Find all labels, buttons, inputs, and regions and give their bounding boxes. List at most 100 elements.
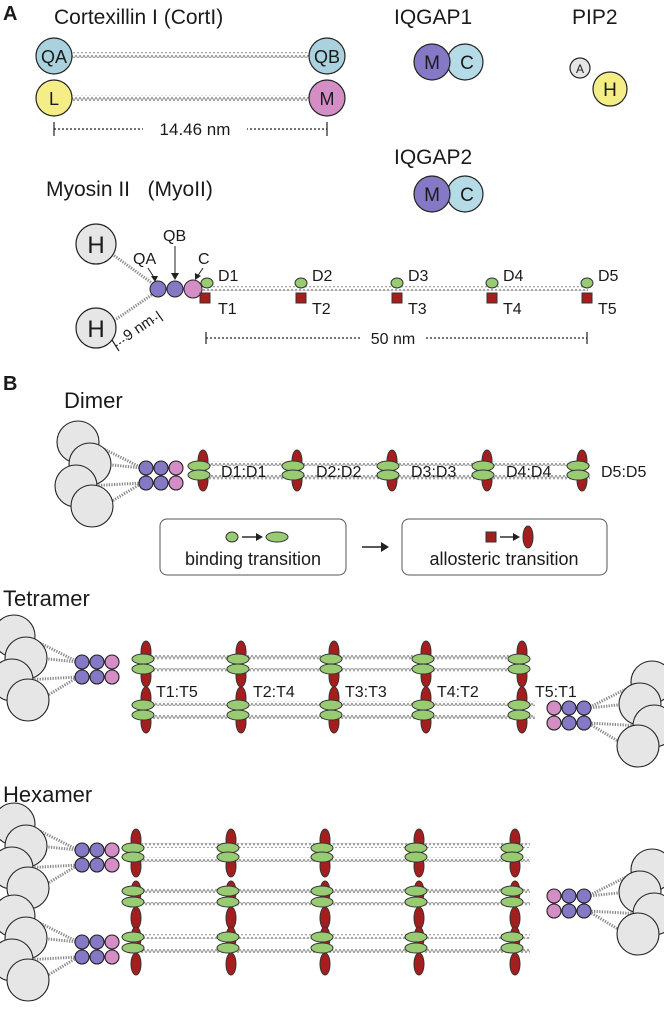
tetramer-heads-left-head-4 xyxy=(6,678,50,722)
myosin-d-site-2 xyxy=(294,277,308,289)
hexamer-tail-6 xyxy=(138,948,530,953)
myosin-qa-arrowhead xyxy=(151,276,158,282)
myosin-d-label-1: D1 xyxy=(218,268,239,285)
myosin-d-site-3 xyxy=(390,277,404,289)
tetramer-green-1-1 xyxy=(131,653,155,665)
hexamer-heads-right-head-4 xyxy=(616,912,660,956)
tetramer-heads-left-lever-1 xyxy=(25,634,79,664)
myosin-diagram: H H QA QB C 9 nm 50 nm D1T1D2T2D3T3D4T4D… xyxy=(75,223,619,352)
cortexillin-m-domain xyxy=(308,79,346,117)
pip2-a-label: A xyxy=(576,62,584,76)
myosin-head-lower xyxy=(75,307,117,349)
pip2-h-domain xyxy=(592,71,628,107)
tetramer-label-2: T2:T4 xyxy=(253,684,295,701)
hexamer-tail-3 xyxy=(138,888,530,893)
dimer-heads-lc-c-2 xyxy=(168,475,184,491)
tetramer-green-2-5 xyxy=(507,663,531,675)
hexamer-heads-left-top-lc-c-1 xyxy=(104,842,120,858)
tetramer-green-4-3 xyxy=(319,709,343,721)
myosin-lever-label-bg xyxy=(119,310,157,344)
hexamer-tail-5 xyxy=(138,934,530,939)
myosin-d-label-4: D4 xyxy=(503,268,524,285)
iqgap2-title: IQGAP2 xyxy=(394,146,472,169)
dimer-title: Dimer xyxy=(64,388,123,413)
tetramer-heads-left-lc-c-2 xyxy=(104,669,120,685)
hexamer-green-5-5 xyxy=(500,931,524,943)
myosin-d-label-3: D3 xyxy=(408,268,429,285)
cortexillin-length-label-bg xyxy=(143,118,247,140)
hexamer-heads-left-bottom-lc-a-2 xyxy=(74,949,90,965)
hexamer-heads-left-top-lever-1 xyxy=(25,822,79,852)
tetramer-green-1-5 xyxy=(507,653,531,665)
allosteric-transition-label: allosteric transition xyxy=(429,549,578,569)
hexamer-heads-left-bottom-lever-1 xyxy=(25,914,79,944)
tetramer-heads-left-lever-4 xyxy=(39,675,79,702)
tetramer-green-3-3 xyxy=(319,699,343,711)
tetramer-heads-left-lc-b-1 xyxy=(89,654,105,670)
cortexillin-l-label: L xyxy=(49,89,59,109)
myosin-head-upper-label: H xyxy=(87,232,104,259)
dimer-heads-lc-b-2 xyxy=(153,475,169,491)
hexamer-green-4-4 xyxy=(404,896,428,908)
myosin-qa-label: QA xyxy=(133,251,156,268)
cortexillin-title: Cortexillin I (CortI) xyxy=(54,6,223,29)
tetramer-heads-right-lc-b-1 xyxy=(561,700,577,716)
hexamer-heads-left-bottom-head-4 xyxy=(6,958,50,1002)
hexamer-heads-right-lc-b-2 xyxy=(561,903,577,919)
myosin-qb-label: QB xyxy=(163,228,186,245)
hexamer-green-6-4 xyxy=(404,942,428,954)
hexamer-tail-2 xyxy=(138,857,530,862)
myosin-t-label-5: T5 xyxy=(598,301,617,318)
dimer-heads-lever-4 xyxy=(103,481,143,508)
hexamer-red-4-5 xyxy=(509,906,521,930)
hexamer-heads-left-bottom-lc-b-1 xyxy=(89,934,105,950)
hexamer-green-3-4 xyxy=(404,885,428,897)
tetramer-heads-right-lc-a-1 xyxy=(576,700,592,716)
hexamer-heads-right-lc-c-2 xyxy=(546,903,562,919)
tetramer-heads-left-lc-a-2 xyxy=(74,669,90,685)
hexamer-heads-right-lc-b-1 xyxy=(561,888,577,904)
myosin-t-label-3: T3 xyxy=(408,301,427,318)
dimer-green-lower-4 xyxy=(471,469,495,481)
cortexillin-diagram: QA L QB M 14.46 nm xyxy=(35,37,346,140)
hexamer-green-5-2 xyxy=(216,931,240,943)
hexamer-heads-left-bottom-lc-b-2 xyxy=(89,949,105,965)
hexamer-green-2-4 xyxy=(404,851,428,863)
hexamer-green-5-1 xyxy=(121,931,145,943)
tetramer-green-4-2 xyxy=(226,709,250,721)
myosin-lever-lower xyxy=(111,290,157,324)
tetramer-left-heads xyxy=(0,614,120,722)
hexamer-green-2-1 xyxy=(121,851,145,863)
hexamer-diagram xyxy=(0,802,664,1002)
myosin-c-domain xyxy=(183,279,203,299)
hexamer-green-6-3 xyxy=(310,942,334,954)
myosin-qb-arrowhead xyxy=(171,273,179,280)
legend-binding-arrowhead xyxy=(256,533,263,541)
dimer-diagram: D1:D1 D2:D2 D3:D3 D4:D4 D5:D5 xyxy=(54,420,646,528)
dimer-heads-lc-c-1 xyxy=(168,460,184,476)
panel-a-letter: A xyxy=(3,3,17,25)
hexamer-green-3-2 xyxy=(216,885,240,897)
transition-legend: binding transition allosteric transition xyxy=(159,518,608,576)
hexamer-heads-left-bottom-lc-a-1 xyxy=(74,934,90,950)
dimer-label-1: D1:D1 xyxy=(221,464,266,481)
myosin-d-site-5 xyxy=(580,277,594,289)
myosin-length-label-bg xyxy=(362,328,424,348)
hexamer-heads-left-top-lc-c-2 xyxy=(104,857,120,873)
hexamer-heads-left-top-lc-b-1 xyxy=(89,842,105,858)
hexamer-red-4-4 xyxy=(413,906,425,930)
hexamer-green-6-1 xyxy=(121,942,145,954)
hexamer-heads-left-top-lc-b-2 xyxy=(89,857,105,873)
hexamer-heads-left-bottom-lever-4 xyxy=(39,955,79,982)
hexamer-right-heads xyxy=(546,848,664,956)
hexamer-green-2-5 xyxy=(500,851,524,863)
tetramer-heads-right-lc-c-2 xyxy=(546,715,562,731)
legend-between-arrowhead xyxy=(381,542,389,552)
hexamer-tail-4 xyxy=(138,902,530,907)
hexamer-green-4-1 xyxy=(121,896,145,908)
tetramer-heads-left-lc-b-2 xyxy=(89,669,105,685)
iqgap2-c-label: C xyxy=(460,185,474,206)
hexamer-heads-right-lever-1 xyxy=(587,868,641,898)
hexamer-left-heads xyxy=(0,802,120,1002)
hexamer-green-4-2 xyxy=(216,896,240,908)
